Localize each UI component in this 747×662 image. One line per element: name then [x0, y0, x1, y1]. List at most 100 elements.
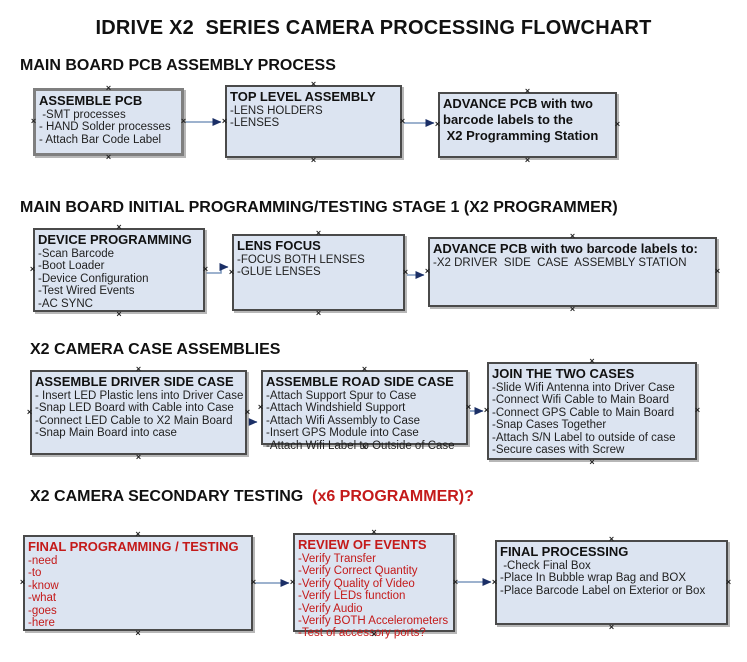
box-line: -Attach Windshield Support: [266, 402, 406, 415]
flow-box-device-programming[interactable]: DEVICE PROGRAMMING -Scan Barcode-Boot Lo…: [33, 228, 205, 312]
flow-box-final-programming-testing[interactable]: FINAL PROGRAMMING / TESTING -need-to-kno…: [23, 535, 253, 631]
box-line: -Snap Cases Together: [492, 419, 607, 432]
connection-point-icon: [105, 85, 112, 92]
box-line: -Boot Loader: [38, 260, 105, 273]
box-line: -Check Final Box: [500, 560, 591, 572]
box-line: -Test Wired Events: [38, 285, 135, 298]
flow-box-assemble-driver-side-case[interactable]: ASSEMBLE DRIVER SIDE CASE - Insert LED P…: [30, 370, 247, 455]
box-line: -Attach Wifi Label to Outside of Case: [266, 439, 455, 452]
connection-point-icon: [452, 578, 459, 585]
connection-point-icon: [524, 157, 531, 164]
box-line: -LENSES: [230, 117, 280, 130]
connection-point-icon: [228, 268, 235, 275]
box-title: ADVANCE PCB with two barcode labels to:: [433, 241, 698, 256]
box-line: -Attach S/N Label to outside of case: [492, 431, 676, 444]
flow-box-top-level-assembly[interactable]: TOP LEVEL ASSEMBLY -LENS HOLDERS-LENSES: [225, 85, 402, 158]
box-lines: -X2 DRIVER SIDE CASE ASSEMBLY STATION: [433, 257, 712, 269]
box-line: -Verify LEDs function: [298, 590, 406, 603]
connection-point-icon: [135, 630, 142, 637]
box-line: -Verify BOTH Accelerometers: [298, 615, 449, 628]
box-line: -Scan Barcode: [38, 248, 115, 260]
box-lines: -Verify Transfer-Verify Correct Quantity…: [298, 553, 450, 640]
box-title: ASSEMBLE PCB: [39, 93, 143, 108]
flow-box-advance-pcb-programming-station[interactable]: ADVANCE PCB with two barcode labels to t…: [438, 92, 617, 158]
box-line: -X2 DRIVER SIDE CASE ASSEMBLY STATION: [433, 257, 687, 269]
connection-point-icon: [30, 118, 37, 125]
connection-point-icon: [29, 266, 36, 273]
box-line: -Verify Transfer: [298, 553, 376, 565]
box-line: -GLUE LENSES: [237, 266, 321, 279]
box-title: ASSEMBLE ROAD SIDE CASE: [266, 374, 454, 389]
flow-box-advance-pcb-driver-station[interactable]: ADVANCE PCB with two barcode labels to: …: [428, 237, 717, 307]
connection-point-icon: [491, 578, 498, 585]
connection-point-icon: [402, 268, 409, 275]
connection-point-icon: [180, 118, 187, 125]
connection-point-icon: [694, 407, 701, 414]
box-line: -know: [28, 579, 59, 592]
section-heading-red-suffix: (x6 PROGRAMMER)?: [303, 488, 474, 505]
connection-point-icon: [105, 154, 112, 161]
box-line: -Device Configuration: [38, 272, 149, 285]
connection-point-icon: [135, 531, 142, 538]
box-lines: -need-to-know-what-goes-here: [28, 555, 248, 629]
connection-point-icon: [26, 408, 33, 415]
box-line: - Insert LED Plastic lens into Driver Ca…: [35, 390, 244, 402]
connection-point-icon: [250, 579, 257, 586]
box-line: -to: [28, 567, 42, 580]
box-title: DEVICE PROGRAMMING: [38, 232, 192, 247]
box-line: -Insert GPS Module into Case: [266, 427, 419, 440]
connection-point-icon: [221, 117, 228, 124]
connection-point-icon: [614, 121, 621, 128]
flow-box-review-of-events[interactable]: REVIEW OF EVENTS -Verify Transfer-Verify…: [293, 533, 455, 639]
flow-box-assemble-pcb[interactable]: ASSEMBLE PCB -SMT processes- HAND Solder…: [33, 88, 184, 156]
box-line: -Snap LED Board with Cable into Case: [35, 402, 234, 415]
flow-box-lens-focus[interactable]: LENS FOCUS -FOCUS BOTH LENSES-GLUE LENSE…: [232, 234, 405, 311]
box-line: -Connect Wifi Cable to Main Board: [492, 394, 670, 407]
connection-point-icon: [135, 366, 142, 373]
box-line: -Secure cases with Screw: [492, 444, 625, 457]
connection-point-icon: [424, 268, 431, 275]
box-line: -Connect GPS Cable to Main Board: [492, 406, 675, 419]
flow-box-final-processing[interactable]: FINAL PROCESSING -Check Final Box-Place …: [495, 540, 728, 625]
connection-point-icon: [608, 536, 615, 543]
box-line: -SMT processes: [39, 109, 126, 121]
connection-point-icon: [524, 88, 531, 95]
box-title: FINAL PROGRAMMING / TESTING: [28, 539, 239, 554]
box-lines: -Scan Barcode-Boot Loader-Device Configu…: [38, 248, 200, 310]
box-line: -what: [28, 592, 57, 605]
box-lines: -Check Final Box-Place In Bubble wrap Ba…: [500, 560, 723, 597]
connection-point-icon: [257, 403, 264, 410]
connection-point-icon: [19, 579, 26, 586]
connection-point-icon: [589, 459, 596, 466]
connector-device-to-lensfocus[interactable]: [206, 263, 229, 274]
box-line: -LENS HOLDERS: [230, 105, 323, 117]
box-line: -goes: [28, 604, 57, 617]
box-title: ASSEMBLE DRIVER SIDE CASE: [35, 374, 234, 389]
connection-point-icon: [135, 454, 142, 461]
section-heading-text: X2 CAMERA SECONDARY TESTING: [30, 488, 304, 505]
section-heading-initial-programming: MAIN BOARD INITIAL PROGRAMMING/TESTING S…: [20, 199, 618, 216]
connection-point-icon: [310, 81, 317, 88]
box-title: FINAL PROCESSING: [500, 544, 629, 559]
box-lines: -FOCUS BOTH LENSES-GLUE LENSES: [237, 254, 400, 279]
box-line: -Verify Correct Quantity: [298, 565, 418, 578]
connection-point-icon: [289, 578, 296, 585]
box-line: -Slide Wifi Antenna into Driver Case: [492, 382, 675, 394]
box-line: -Connect LED Cable to X2 Main Board: [35, 414, 233, 427]
box-lines: -Slide Wifi Antenna into Driver Case-Con…: [492, 382, 692, 456]
connection-point-icon: [714, 268, 721, 275]
box-line: -FOCUS BOTH LENSES: [237, 254, 365, 266]
box-lines: -SMT processes- HAND Solder processes- A…: [39, 109, 178, 146]
connection-point-icon: [202, 266, 209, 273]
connection-point-icon: [310, 157, 317, 164]
box-title: TOP LEVEL ASSEMBLY: [230, 89, 376, 104]
box-title: ADVANCE PCB with two barcode labels to t…: [443, 96, 599, 143]
box-lines: - Insert LED Plastic lens into Driver Ca…: [35, 390, 244, 440]
flow-box-assemble-road-side-case[interactable]: ASSEMBLE ROAD SIDE CASE -Attach Support …: [261, 370, 468, 452]
box-line: - Attach Bar Code Label: [39, 133, 162, 146]
connection-point-icon: [371, 529, 378, 536]
box-line: -Place In Bubble wrap Bag and BOX: [500, 572, 687, 585]
flow-box-join-the-two-cases[interactable]: JOIN THE TWO CASES -Slide Wifi Antenna i…: [487, 362, 697, 460]
connection-point-icon: [483, 407, 490, 414]
page-title: IDRIVE X2 SERIES CAMERA PROCESSING FLOWC…: [95, 17, 652, 39]
